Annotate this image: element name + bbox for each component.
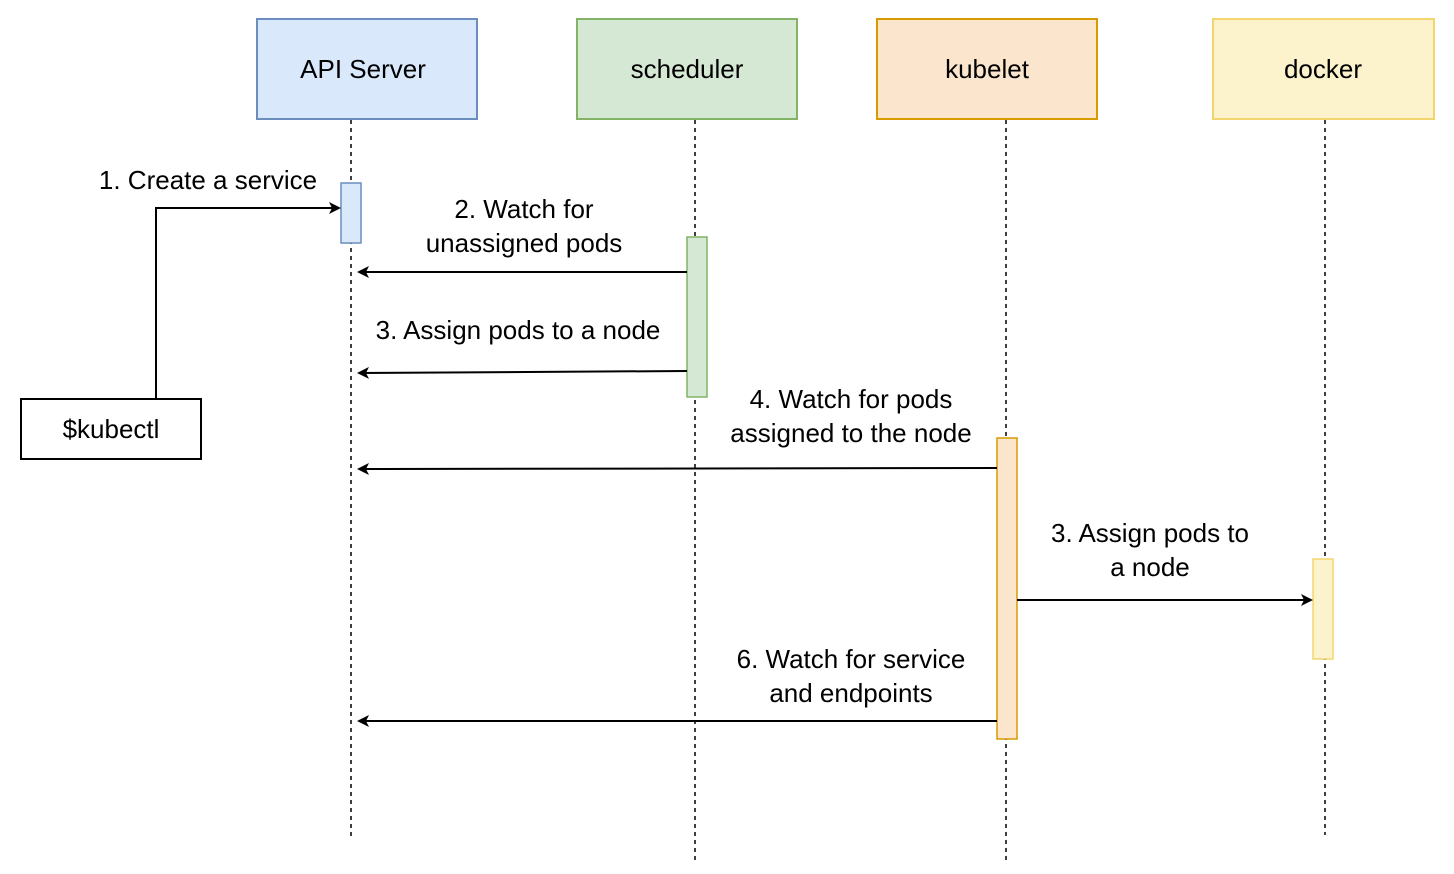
participant-label: docker [1284, 54, 1362, 84]
client-label: $kubectl [63, 414, 160, 444]
message-arrow [357, 366, 688, 379]
activation-docker [1312, 558, 1334, 660]
participant-label: scheduler [631, 54, 744, 84]
message-watch-service-endpoints: 6. Watch for service and endpoints [357, 644, 997, 727]
activation-api-server [340, 182, 362, 244]
participant-box [576, 18, 798, 120]
message-arrow [155, 202, 341, 399]
message-watch-unassigned-pods: 2. Watch for unassigned pods [357, 194, 687, 278]
message-label: 3. Assign pods to a node [376, 315, 661, 345]
message-label-line: 4. Watch for pods [750, 384, 953, 414]
message-label-line: a node [1110, 552, 1190, 582]
message-label-line: 6. Watch for service [737, 644, 966, 674]
client-kubectl: $kubectl [20, 398, 202, 460]
participant-api-server: API Server [256, 18, 478, 120]
participant-kubelet: kubelet [876, 18, 1098, 120]
message-label-line: assigned to the node [730, 418, 971, 448]
participant-scheduler: scheduler [576, 18, 798, 120]
message-label-line: unassigned pods [426, 228, 623, 258]
message-label-line: and endpoints [769, 678, 932, 708]
activation-scheduler [686, 236, 708, 398]
message-assign-pods-docker: 3. Assign pods to a node [1017, 518, 1313, 606]
activation-kubelet [996, 437, 1018, 740]
client-box [20, 398, 202, 460]
message-assign-pods: 3. Assign pods to a node [357, 315, 688, 379]
message-create-service: 1. Create a service [99, 165, 341, 399]
message-arrow [357, 462, 998, 475]
message-label-line: 3. Assign pods to [1051, 518, 1249, 548]
participant-box [256, 18, 478, 120]
message-label-line: 2. Watch for [454, 194, 594, 224]
participant-box [876, 18, 1098, 120]
participant-label: API Server [300, 54, 426, 84]
participant-docker: docker [1212, 18, 1435, 120]
message-label: 1. Create a service [99, 165, 317, 195]
participant-box [1212, 18, 1435, 120]
message-watch-assigned-pods: 4. Watch for pods assigned to the node [357, 384, 998, 475]
participant-label: kubelet [945, 54, 1030, 84]
